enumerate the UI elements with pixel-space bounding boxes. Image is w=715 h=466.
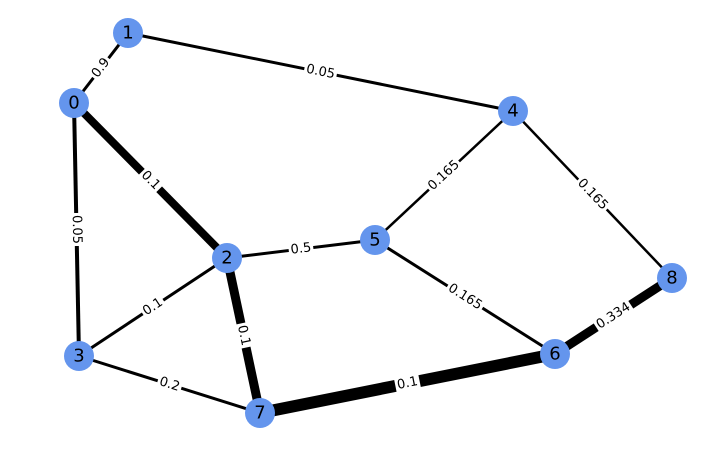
node-label-8: 8	[666, 268, 677, 289]
node-label-3: 3	[73, 346, 84, 367]
edge-label-bg-0-1	[87, 53, 115, 83]
node-circle-2	[212, 243, 242, 273]
node-label-4: 4	[507, 101, 518, 122]
edges-layer	[71, 31, 675, 419]
edge-label-1-4: 0.05	[305, 62, 336, 82]
edge-label-6-8: 0.334	[594, 300, 633, 333]
edge-label-bg-7-6	[393, 373, 422, 394]
node-circle-6	[540, 339, 570, 369]
edge-label-7-6: 0.1	[396, 374, 419, 393]
node-label-0: 0	[68, 93, 79, 114]
edge-label-3-7: 0.2	[157, 374, 181, 395]
edge-label-0-3: 0.05	[69, 215, 85, 244]
node-label-1: 1	[122, 23, 133, 44]
node-8: 8	[657, 263, 687, 293]
node-label-7: 7	[254, 403, 265, 424]
node-5: 5	[360, 225, 390, 255]
node-circle-5	[360, 225, 390, 255]
node-label-6: 6	[549, 344, 560, 365]
node-label-5: 5	[369, 230, 380, 251]
node-0: 0	[59, 88, 89, 118]
edge-label-bg-2-5	[287, 240, 315, 258]
edge-label-bg-4-5	[423, 155, 465, 196]
edge-label-bg-4-8	[572, 174, 613, 215]
node-circle-7	[245, 398, 275, 428]
node-2: 2	[212, 243, 242, 273]
node-4: 4	[498, 96, 528, 126]
node-circle-4	[498, 96, 528, 126]
edge-label-bg-3-7	[155, 373, 184, 396]
edge-label-bg-0-3	[68, 212, 85, 247]
node-circle-3	[64, 341, 94, 371]
node-7: 7	[245, 398, 275, 428]
edge-label-5-6: 0.165	[445, 281, 484, 314]
edge-label-2-7: 0.1	[234, 324, 253, 347]
edge-label-bg-2-3	[138, 293, 168, 321]
node-1: 1	[113, 18, 143, 48]
node-circle-0	[59, 88, 89, 118]
edge-label-2-5: 0.5	[290, 240, 312, 257]
node-circle-1	[113, 18, 143, 48]
node-6: 6	[540, 339, 570, 369]
edge-label-4-5: 0.165	[425, 157, 462, 193]
edge-label-bg-0-2	[136, 166, 165, 195]
edge-label-bg-6-8	[592, 298, 635, 334]
edge-label-4-8: 0.165	[574, 176, 611, 213]
nodes-layer: 0 1 2 3 4 5 6 7 8	[59, 18, 687, 428]
edge-label-bg-1-4	[302, 61, 339, 83]
edge-label-bg-2-7	[233, 321, 254, 350]
node-circle-8	[657, 263, 687, 293]
node-3: 3	[64, 341, 94, 371]
node-label-2: 2	[221, 248, 232, 269]
edge-label-bg-5-6	[443, 279, 487, 315]
